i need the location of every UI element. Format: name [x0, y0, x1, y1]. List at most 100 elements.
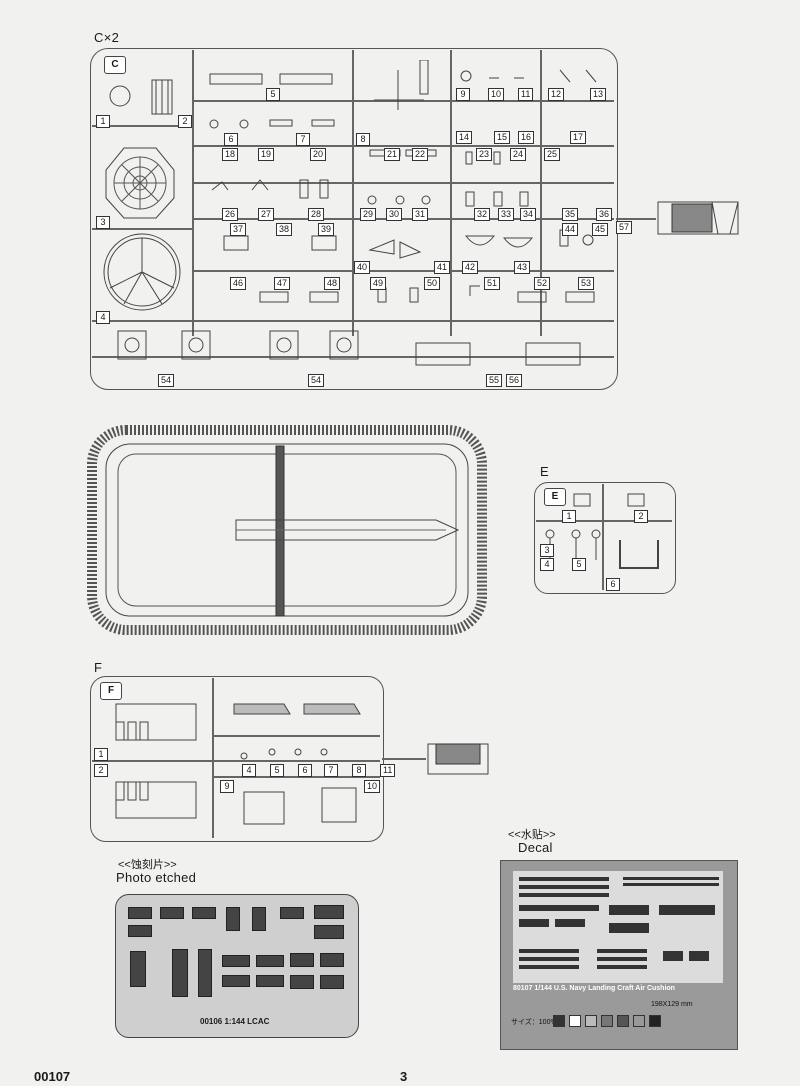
part-number: 6 [606, 578, 620, 591]
part-number: 28 [308, 208, 325, 221]
sprue-rail [450, 50, 452, 336]
part-number: 23 [476, 148, 493, 161]
part-number: 54 [308, 374, 325, 387]
part-number: 49 [370, 277, 387, 290]
sprue-rail [602, 484, 604, 590]
sprue-rail [214, 776, 380, 778]
part-number: 50 [424, 277, 441, 290]
color-swatch [649, 1015, 661, 1027]
part-number: 5 [266, 88, 280, 101]
sprue-rail [212, 678, 214, 838]
part-number: 9 [456, 88, 470, 101]
part-number: 11 [380, 764, 396, 777]
part-number: 5 [572, 558, 586, 571]
color-swatch [633, 1015, 645, 1027]
part-number: 57 [616, 221, 633, 234]
sprue-c-title: C×2 [94, 30, 120, 45]
sprue-e-tag: E [544, 488, 566, 506]
part-number: 2 [634, 510, 648, 523]
decal-sheet-title: 80107 1/144 U.S. Navy Landing Craft Air … [513, 985, 675, 992]
part-number: 41 [434, 261, 451, 274]
color-swatch [617, 1015, 629, 1027]
part-number: 2 [94, 764, 108, 777]
decal-size-label: サイズ：100% [511, 1019, 557, 1026]
sprue-rail [352, 50, 354, 336]
pe-part [320, 953, 344, 967]
part-number: 8 [352, 764, 366, 777]
part-number: 12 [548, 88, 565, 101]
sprue-rail [92, 760, 380, 762]
part-number: 47 [274, 277, 291, 290]
part-number: 9 [220, 780, 234, 793]
part-number: 20 [310, 148, 327, 161]
part-number: 53 [578, 277, 595, 290]
photo-etched-title: Photo etched [116, 870, 197, 885]
part-number: 6 [298, 764, 312, 777]
sprue-e-frame [534, 482, 676, 594]
color-swatch [553, 1015, 565, 1027]
sprue-c-small-parts [209, 60, 597, 303]
part-number: 39 [318, 223, 335, 236]
part-number: 11 [518, 88, 534, 101]
pe-part [160, 907, 184, 919]
part-number: 2 [178, 115, 192, 128]
part-number: 56 [506, 374, 523, 387]
sprue-rail [192, 50, 194, 336]
part-number: 21 [384, 148, 401, 161]
pe-part [314, 925, 344, 939]
part-number: 42 [462, 261, 479, 274]
sprue-e-parts [545, 493, 659, 569]
part-number: 10 [364, 780, 381, 793]
part-number: 33 [498, 208, 515, 221]
sprue-rail [194, 182, 614, 184]
part-number: 38 [276, 223, 293, 236]
color-swatch [585, 1015, 597, 1027]
photo-etched-fret: 00106 1:144 LCAC [115, 894, 359, 1038]
decal-sheet: 80107 1/144 U.S. Navy Landing Craft Air … [500, 860, 738, 1050]
part-number: 19 [258, 148, 275, 161]
pe-part [256, 955, 284, 967]
decal-title: Decal [518, 840, 553, 855]
part-number: 51 [484, 277, 501, 290]
sprue-f-part-11 [427, 743, 489, 775]
pe-part [226, 907, 240, 931]
pe-part [222, 975, 250, 987]
part-number: 7 [296, 133, 310, 146]
pe-part [128, 925, 152, 937]
pe-part [198, 949, 212, 997]
pe-part [280, 907, 304, 919]
part-number: 22 [412, 148, 429, 161]
part-number: 13 [590, 88, 607, 101]
pe-part [256, 975, 284, 987]
pe-part [222, 955, 250, 967]
sprue-e-title: E [540, 464, 549, 479]
part-number: 16 [518, 131, 535, 144]
part-number: 27 [258, 208, 275, 221]
part-number: 36 [596, 208, 613, 221]
part-number: 1 [562, 510, 576, 523]
part-number: 29 [360, 208, 377, 221]
part-number: 55 [486, 374, 503, 387]
part-number: 1 [96, 115, 110, 128]
part-number: 18 [222, 148, 239, 161]
part-number: 34 [520, 208, 537, 221]
part-number: 40 [354, 261, 371, 274]
part-number: 31 [412, 208, 429, 221]
pe-part [252, 907, 266, 931]
pe-part [320, 975, 344, 989]
part-number: 6 [224, 133, 238, 146]
part-number: 8 [356, 133, 370, 146]
part-number: 3 [540, 544, 554, 557]
part-number: 7 [324, 764, 338, 777]
sprue-rail [616, 218, 656, 220]
part-number: 17 [570, 131, 587, 144]
part-number: 10 [488, 88, 505, 101]
sprue-c-bottom-parts [117, 330, 581, 366]
pe-part [172, 949, 188, 997]
part-number: 52 [534, 277, 551, 290]
part-number: 45 [592, 223, 609, 236]
pe-part [314, 905, 344, 919]
decal-title-cn: <<水贴>> [508, 829, 556, 841]
part-number: 46 [230, 277, 247, 290]
